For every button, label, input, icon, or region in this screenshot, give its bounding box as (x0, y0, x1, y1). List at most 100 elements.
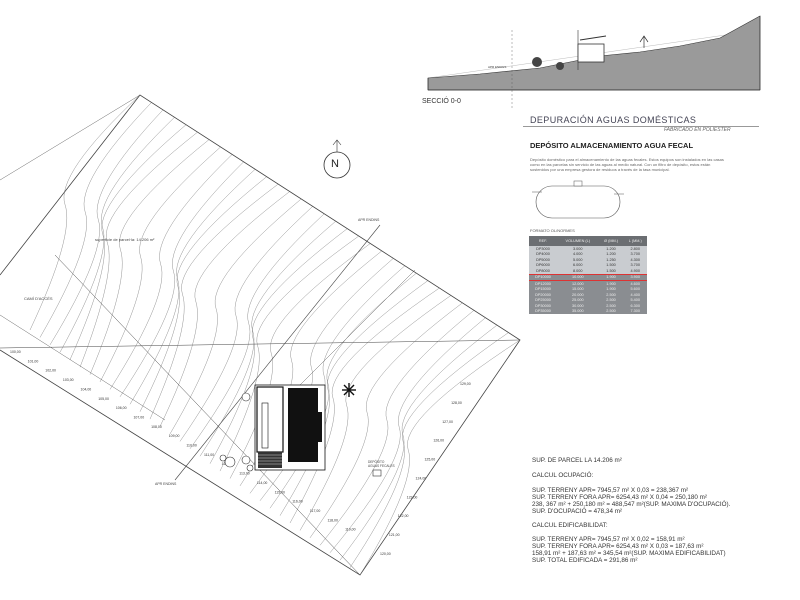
table-cell: 1.200 (598, 251, 624, 257)
elevation-label: 107,00 (133, 415, 144, 419)
table-cell: 1.500 (598, 262, 624, 268)
building-footprint (254, 384, 326, 471)
table-cell: 10.000 (557, 273, 599, 281)
ocupacio-line-4: SUP. D'OCUPACIÓ = 478,34 m² (532, 508, 623, 515)
contour-line (129, 169, 256, 405)
tree-symbols (219, 392, 254, 472)
table-cell: DP12000 (529, 280, 557, 287)
edif-line-3: 158,91 m² + 187,63 m² = 345,54 m²(SUP. M… (532, 550, 726, 557)
contour-line (359, 339, 521, 576)
contour-line (109, 154, 233, 390)
elevation-label: 102,00 (45, 369, 56, 373)
contour-line (299, 295, 452, 531)
contour-line (309, 302, 463, 538)
table-header-2: Ø (MM.) (598, 236, 624, 246)
elevation-label: 110,00 (186, 444, 196, 448)
contour-line (29, 94, 141, 331)
parcel-surface: SUP. DE PARCEL LA 14.206 m² (532, 457, 622, 464)
elevation-label: 120,00 (380, 552, 391, 556)
elevation-label: 124,00 (416, 476, 427, 480)
table-cell: 2.500 (598, 297, 624, 303)
contour-line (89, 139, 210, 375)
elevation-label: 128,00 (451, 401, 462, 405)
table-cell: 25.000 (557, 297, 599, 303)
sun-icon (342, 383, 356, 397)
edif-line-2: SUP. TERRENY FORA APR= 6254,43 m² X 0,03… (532, 543, 704, 550)
contour-line (159, 191, 290, 427)
elevation-label: 113,00 (239, 472, 249, 476)
table-cell: 4.300 (623, 257, 647, 263)
table-cell: 3.700 (623, 262, 647, 268)
elevation-label: 100,00 (10, 350, 21, 354)
contour-line (39, 102, 152, 338)
table-cell: DP20000 (529, 292, 557, 298)
table-cell: 1.200 (598, 246, 624, 252)
elevation-label: 122,00 (398, 514, 409, 518)
table-cell: DP3000 (529, 246, 557, 252)
section-elevation: APR ENDINS (427, 15, 761, 110)
depuracion-title: DEPURACIÓN AGUAS DOMÉSTICAS (530, 115, 697, 125)
ocupacio-title: CALCUL OCUPACIÓ: (532, 472, 594, 479)
table-cell: 5.400 (623, 297, 647, 303)
table-cell: DP10000 (529, 273, 557, 281)
table-cell: 8.000 (557, 268, 599, 274)
edif-title: CALCUL EDIFICABILIDAT: (532, 522, 608, 529)
table-header-1: VOLUMEN (L) (557, 236, 599, 246)
elevation-label: 125,00 (424, 458, 435, 462)
table-cell: DP8000 (529, 268, 557, 274)
contour-line (349, 332, 509, 568)
contour-line (139, 176, 267, 412)
deposit-label: DEPÓSITO AGUAS FECALES (368, 460, 395, 468)
table-header-3: L (MM.) (623, 236, 647, 246)
elevation-label: 109,00 (169, 434, 180, 438)
table-cell: DP5000 (529, 257, 557, 263)
table-cell: 4.600 (623, 280, 647, 287)
elevation-label: 105,00 (98, 397, 109, 401)
elevation-label: 118,00 (327, 518, 337, 522)
contour-line (69, 124, 187, 360)
table-cell: 35.000 (557, 308, 599, 314)
contour-line (179, 206, 313, 442)
deposit-title: DEPÓSITO ALMACENAMIENTO AGUA FECAL (530, 141, 694, 150)
table-header-0: REF. (529, 236, 557, 246)
elevation-label: 117,00 (310, 509, 320, 513)
table-cell: DP6000 (529, 262, 557, 268)
table-cell: 5.600 (623, 286, 647, 292)
edif-line-1: SUP. TERRENY APR= 7945,57 m² X 0,02 = 15… (532, 536, 685, 543)
table-cell: 1.900 (598, 273, 624, 281)
table-cell: 2.800 (623, 246, 647, 252)
table-cell: 4.900 (623, 268, 647, 274)
contour-line (209, 228, 348, 464)
contour-line (219, 235, 359, 472)
table-title: FORMATO OL/NORMES (530, 228, 575, 233)
parcel-outline (0, 94, 521, 576)
elevation-label: 116,00 (292, 500, 302, 504)
table-cell: 2.500 (598, 292, 624, 298)
table-cell: 2.500 (598, 308, 624, 314)
table-cell: 20.000 (557, 292, 599, 298)
table-cell: 1.500 (598, 268, 624, 274)
elevation-label: 114,00 (257, 481, 267, 485)
ocupacio-line-3: 238, 367 m² + 250,180 m² = 488,547 m²(SU… (532, 501, 731, 508)
table-cell: DP35000 (529, 308, 557, 314)
table-cell: 7.300 (623, 308, 647, 314)
table-cell: DP30000 (529, 303, 557, 309)
table-cell: 30.000 (557, 303, 599, 309)
contour-line (169, 198, 302, 435)
ocupacio-line-2: SUP. TERRENY FORA APR= 6254,43 m² X 0,04… (532, 494, 708, 501)
table-cell: DP15000 (529, 286, 557, 292)
elevation-label: 101,00 (28, 359, 39, 363)
elevation-label: 111,00 (204, 453, 214, 457)
edif-line-4: SUP. TOTAL EDIFICADA = 291,86 m² (532, 557, 638, 564)
table-cell: 6.000 (557, 262, 599, 268)
table-cell: 6.300 (623, 303, 647, 309)
